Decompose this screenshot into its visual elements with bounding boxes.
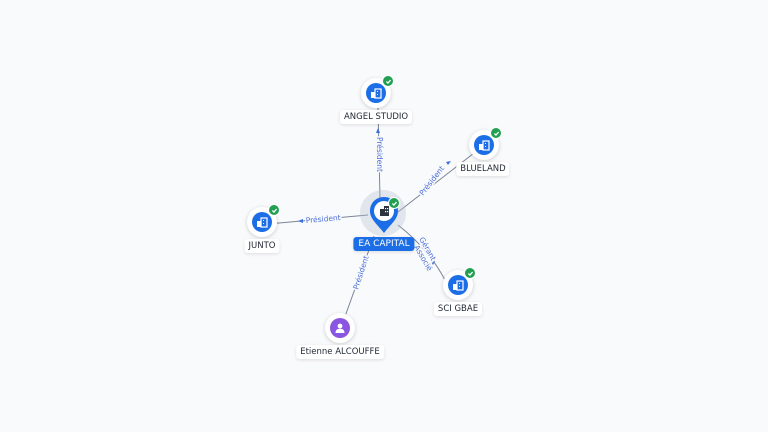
edge-line-blueland (397, 149, 479, 213)
building-icon (366, 83, 386, 103)
node-label-sci-gbae[interactable]: SCI GBAE (433, 302, 483, 316)
center-node-label[interactable]: EA CAPITAL (353, 237, 415, 251)
verified-check-icon (268, 204, 280, 216)
edge-line-junto (267, 214, 369, 225)
node-label-angel-studio[interactable]: ANGEL STUDIO (339, 110, 413, 124)
node-label-junto[interactable]: JUNTO (244, 239, 280, 253)
arrow-scigbae-1 (430, 260, 435, 265)
building-icon (448, 275, 468, 295)
arrow-scigbae-2 (424, 267, 429, 272)
node-label-etienne-alcouffe[interactable]: Etienne ALCOUFFE (296, 345, 384, 359)
verified-check-icon (490, 127, 502, 139)
node-junto[interactable] (247, 204, 280, 237)
verified-check-icon (382, 75, 394, 87)
verified-check-icon (388, 197, 400, 209)
edge-label-angel: Président (375, 137, 384, 172)
edge-label-etienne: Président (351, 255, 370, 291)
node-etienne-alcouffe[interactable] (325, 313, 355, 343)
arrow-angel (376, 128, 380, 133)
person-icon (330, 318, 350, 338)
node-angel-studio[interactable] (361, 75, 394, 108)
building-icon (474, 135, 494, 155)
edge-line-scigbae (397, 224, 447, 283)
building-icon (380, 206, 389, 216)
verified-check-icon (464, 267, 476, 279)
node-blueland[interactable] (469, 127, 502, 160)
edge-label-blueland: Président (417, 164, 446, 197)
node-sci-gbae[interactable] (443, 267, 476, 300)
building-icon (252, 212, 272, 232)
node-label-blueland[interactable]: BLUELAND (456, 162, 510, 176)
arrow-blueland (446, 161, 451, 165)
arrow-junto (298, 219, 303, 223)
edge-label-junto: Président (305, 213, 341, 225)
